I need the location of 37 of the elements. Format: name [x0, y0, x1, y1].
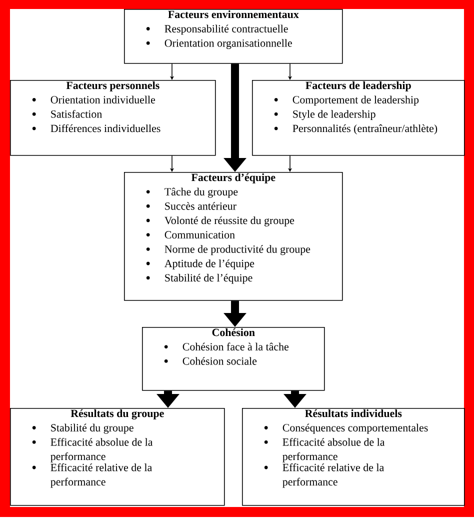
box-heading: Cohésion	[212, 328, 255, 336]
bullet-item: Efficacité relative de la performance	[50, 463, 152, 488]
bullet-item: Volonté de réussite du groupe	[164, 216, 294, 226]
bullet-item: Cohésion face à la tâche	[182, 342, 289, 350]
bullet-item: Orientation individuelle	[50, 96, 156, 104]
bullet-item: Communication	[164, 231, 235, 238]
bullet-item: Cohésion sociale	[182, 357, 257, 365]
bullet-item: Efficacité absolue de la performance	[282, 438, 385, 462]
bullet-item: Efficacité relative de la performance	[282, 463, 384, 488]
bullet-item: Stabilité du groupe	[51, 424, 134, 434]
box-heading: Résultats du groupe	[70, 409, 164, 420]
bullet-item: Style de leadership	[293, 110, 376, 120]
factor-box	[124, 9, 343, 64]
bullet-item: Stabilité de l’équipe	[165, 274, 252, 284]
bullet-item: Responsabilité contractuelle	[164, 24, 288, 35]
box-heading: Facteurs environnementaux	[168, 10, 299, 18]
bullet-item: Comportement de leadership	[292, 96, 419, 106]
factor-box	[252, 80, 465, 156]
bullet-item: Norme de productivité du groupe	[164, 245, 310, 256]
bullet-item: Succès antérieur	[165, 202, 236, 210]
factor-box	[242, 408, 465, 506]
bullet-item: Conséquences comportementales	[282, 424, 428, 434]
box-heading: Facteurs personnels	[66, 81, 160, 92]
box-heading: Résultats individuels	[305, 409, 402, 418]
factor-box	[10, 80, 216, 156]
bullet-item: Satisfaction	[51, 110, 102, 118]
factor-box	[10, 408, 225, 506]
box-heading: Facteurs d’équipe	[191, 173, 276, 184]
bullet-item: Orientation organisationnelle	[164, 39, 292, 50]
factor-box	[142, 327, 325, 391]
bullet-item: Tâche du groupe	[164, 188, 238, 198]
bullet-item: Différences individuelles	[50, 124, 160, 132]
factor-box	[124, 172, 343, 301]
bullet-item: Aptitude de l’équipe	[164, 259, 254, 270]
box-heading: Facteurs de leadership	[306, 81, 411, 92]
bullet-item: Efficacité absolue de la performance	[50, 438, 153, 462]
bullet-item: Personnalités (entraîneur/athlète)	[292, 124, 438, 134]
